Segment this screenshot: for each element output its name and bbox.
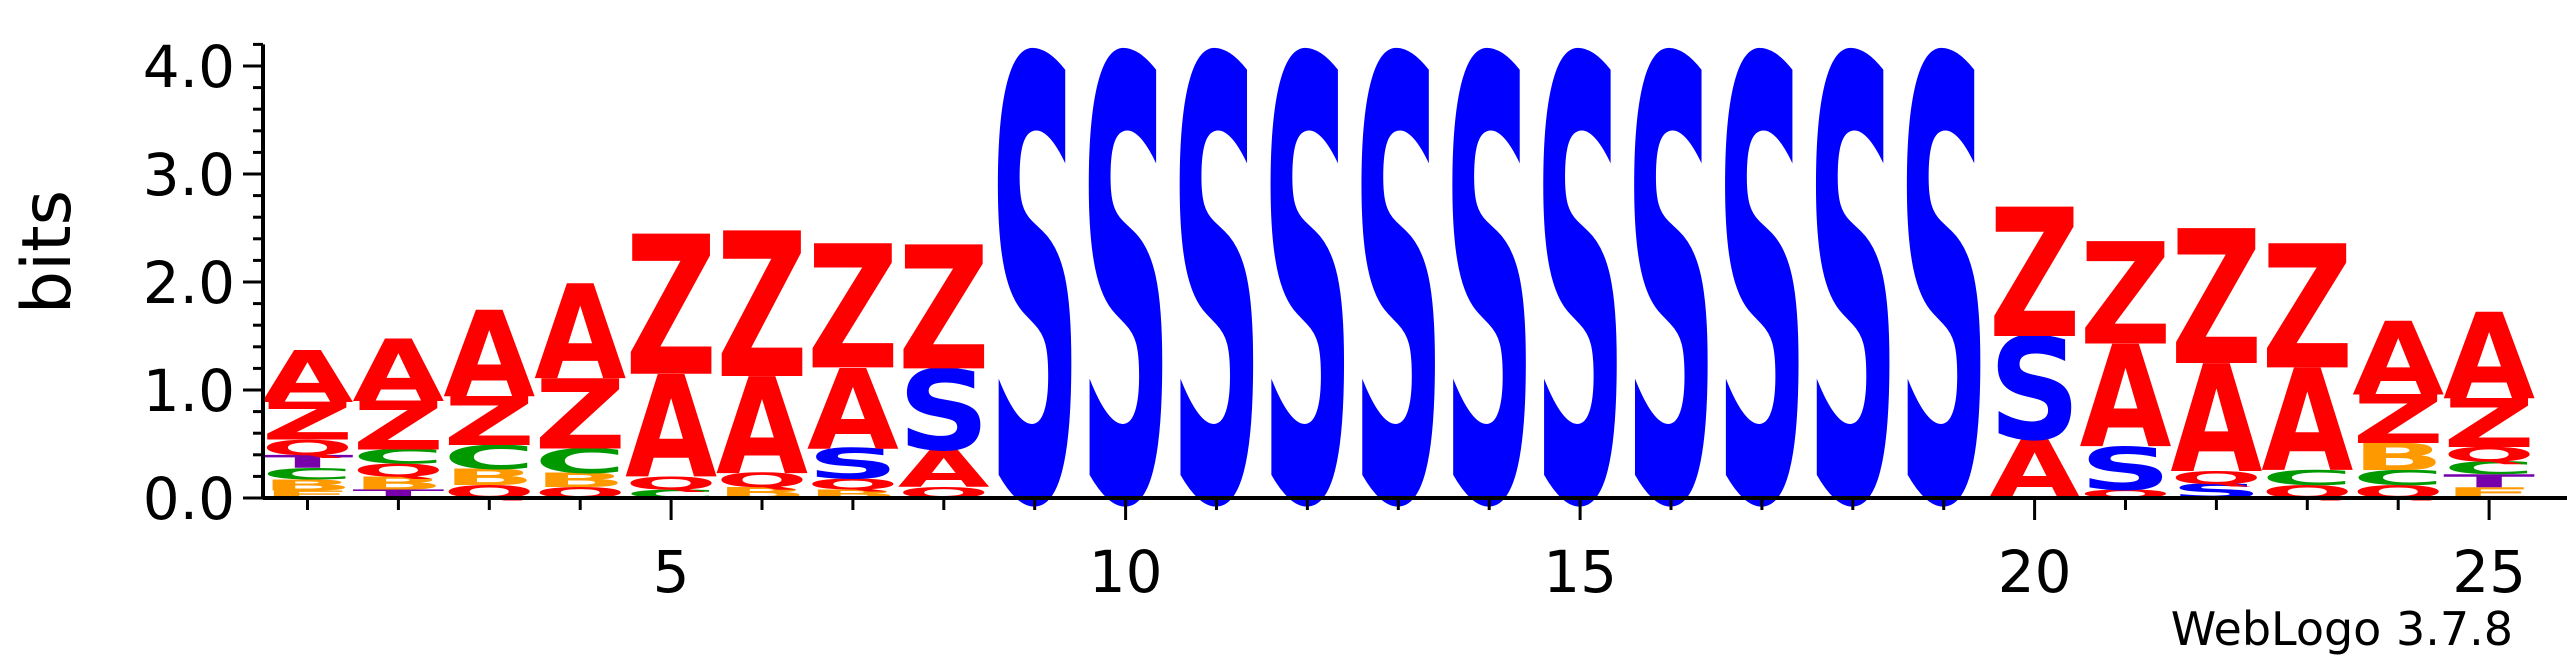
y-tick-label: 4.0 xyxy=(143,33,235,101)
logo-glyph-S-pos-16: S xyxy=(1625,0,1717,642)
logo-glyph-Z-pos-2: Z xyxy=(352,388,444,466)
logo-stacks: EBCTQZATBQCZAQBCZAQBCZACQAZBQAZBQSAZQASZ… xyxy=(262,0,2536,642)
y-tick-label: 0.0 xyxy=(143,465,235,533)
logo-glyph-C-pos-24: C xyxy=(2352,466,2444,490)
logo-glyph-S-pos-8: S xyxy=(898,347,990,476)
logo-glyph-Z-pos-6: Z xyxy=(716,192,808,424)
y-tick-label: 2.0 xyxy=(143,249,235,317)
logo-glyph-S-pos-13: S xyxy=(1352,0,1444,642)
logo-glyph-Z-pos-4: Z xyxy=(534,359,626,471)
weblogo-version-footer: WebLogo 3.7.8 xyxy=(2171,602,2513,656)
y-tick-label: 1.0 xyxy=(143,357,235,425)
logo-glyph-T-pos-25: T xyxy=(2443,471,2536,492)
y-axis-label: bits xyxy=(8,190,87,314)
logo-glyph-S-pos-21: S xyxy=(2080,435,2172,503)
logo-glyph-A-pos-23: A xyxy=(2261,339,2353,503)
logo-glyph-Q-pos-7: Q xyxy=(807,476,899,493)
logo-glyph-A-pos-21: A xyxy=(2080,315,2172,479)
logo-glyph-Z-pos-20: Z xyxy=(1989,173,2081,379)
x-tick-label: 20 xyxy=(1998,538,2072,606)
logo-glyph-Q-pos-25: Q xyxy=(2443,444,2535,466)
logo-glyph-A-pos-6: A xyxy=(716,350,808,505)
logo-glyph-C-pos-3: C xyxy=(443,439,535,477)
logo-glyph-Q-pos-2: Q xyxy=(352,460,444,481)
logo-glyph-S-pos-15: S xyxy=(1534,0,1626,642)
logo-glyph-C-pos-1: C xyxy=(262,465,354,484)
logo-glyph-S-pos-9: S xyxy=(989,0,1081,642)
logo-glyph-Q-pos-5: Q xyxy=(625,473,717,494)
logo-glyph-Q-pos-22: Q xyxy=(2170,468,2262,489)
logo-glyph-Q-pos-6: Q xyxy=(716,470,808,492)
logo-glyph-Z-pos-5: Z xyxy=(625,197,717,420)
x-tick-label: 5 xyxy=(653,538,690,606)
x-tick-label: 15 xyxy=(1543,538,1617,606)
logo-axes: 0.0 1.0 2.0 3.0 4.0 5 10 15 20 25 xyxy=(143,33,2567,606)
logo-glyph-Q-pos-1: Q xyxy=(262,436,354,460)
logo-glyph-Z-pos-24: Z xyxy=(2352,381,2444,459)
logo-glyph-C-pos-25: C xyxy=(2443,458,2535,479)
logo-glyph-B-pos-3: B xyxy=(443,465,535,491)
logo-glyph-A-pos-24: A xyxy=(2352,301,2444,418)
logo-glyph-A-pos-4: A xyxy=(534,258,626,409)
logo-glyph-B-pos-2: B xyxy=(352,473,444,494)
logo-glyph-S-pos-11: S xyxy=(1171,0,1263,642)
logo-glyph-C-pos-2: C xyxy=(352,446,444,468)
logo-glyph-S-pos-12: S xyxy=(1261,0,1353,642)
logo-glyph-B-pos-4: B xyxy=(534,470,626,492)
logo-glyph-Z-pos-3: Z xyxy=(443,383,535,461)
logo-glyph-S-pos-14: S xyxy=(1443,0,1535,642)
logo-glyph-A-pos-2: A xyxy=(352,322,444,421)
logo-glyph-A-pos-8: A xyxy=(898,439,990,499)
logo-glyph-S-pos-19: S xyxy=(1898,0,1990,642)
logo-glyph-C-pos-23: C xyxy=(2261,466,2353,490)
logo-glyph-A-pos-5: A xyxy=(625,346,717,510)
logo-glyph-B-pos-24: B xyxy=(2352,436,2444,479)
logo-glyph-Z-pos-21: Z xyxy=(2080,213,2172,377)
x-tick-label: 10 xyxy=(1089,538,1163,606)
logo-glyph-A-pos-22: A xyxy=(2170,333,2262,506)
x-tick-label: 25 xyxy=(2452,538,2526,606)
logo-glyph-A-pos-7: A xyxy=(807,346,899,475)
logo-glyph-C-pos-4: C xyxy=(534,442,626,482)
logo-glyph-S-pos-18: S xyxy=(1807,0,1899,642)
logo-glyph-S-pos-20: S xyxy=(1989,308,2081,472)
logo-glyph-B-pos-1: B xyxy=(262,477,354,494)
logo-glyph-Z-pos-1: Z xyxy=(262,392,354,452)
logo-glyph-Z-pos-7: Z xyxy=(807,211,899,408)
logo-glyph-T-pos-1: T xyxy=(262,451,355,472)
logo-glyph-A-pos-3: A xyxy=(443,287,535,425)
logo-glyph-Z-pos-23: Z xyxy=(2261,211,2353,408)
logo-glyph-S-pos-10: S xyxy=(1080,0,1172,642)
logo-glyph-S-pos-17: S xyxy=(1716,0,1808,642)
y-tick-label: 3.0 xyxy=(143,141,235,209)
logo-glyph-S-pos-7: S xyxy=(807,441,899,489)
logo-glyph-Z-pos-8: Z xyxy=(898,212,990,409)
logo-glyph-A-pos-1: A xyxy=(262,337,354,420)
logo-glyph-Z-pos-22: Z xyxy=(2170,193,2262,408)
logo-glyph-A-pos-25: A xyxy=(2443,289,2535,427)
logo-glyph-Z-pos-25: Z xyxy=(2443,385,2535,463)
